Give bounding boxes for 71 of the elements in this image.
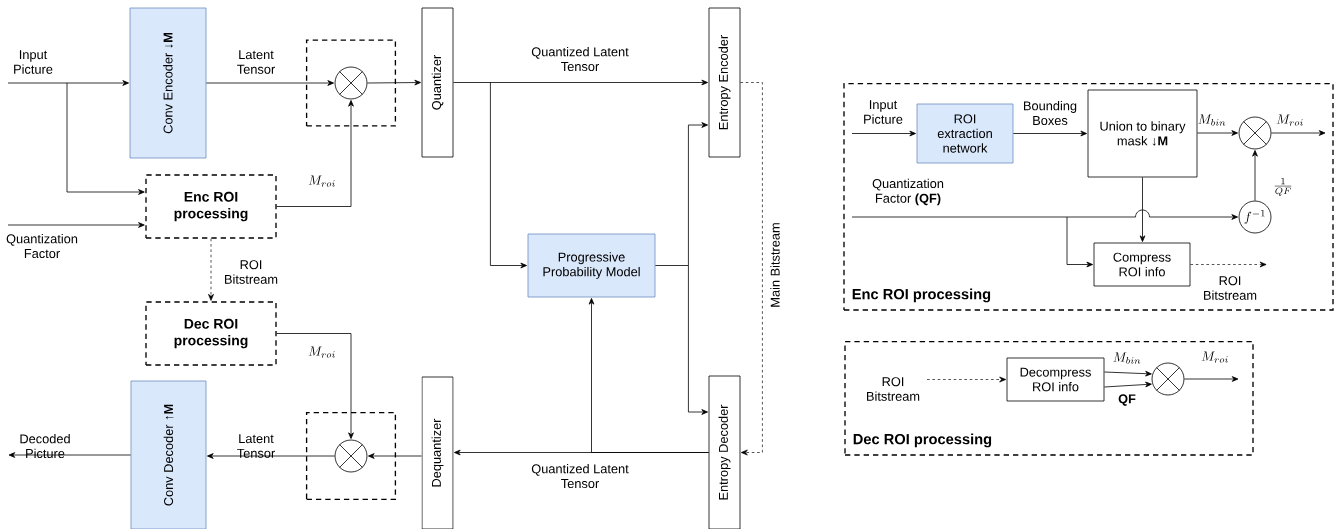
edge-label: $M_{roi}$ [308, 346, 335, 358]
process-box: Dequantizer [421, 376, 454, 529]
arrow [490, 82, 527, 269]
arrow [1252, 150, 1258, 201]
arrow [7, 222, 145, 228]
edge-label: Input Picture [14, 50, 53, 74]
edge-label: ROI Bitstream [1204, 276, 1257, 300]
arrow [1066, 216, 1093, 268]
edge-label: Decoded Picture [20, 434, 70, 459]
arrow [851, 130, 916, 137]
process-box: Entropy Encoder [708, 7, 741, 158]
edge-label: Input Picture [864, 100, 903, 124]
arrow [926, 376, 1007, 383]
arrow [688, 265, 708, 415]
process-box: Compress ROI info [1093, 242, 1191, 287]
edge-label: Bounding Boxes [1024, 101, 1077, 126]
multiplier-circle [1151, 362, 1185, 396]
arrow [1271, 130, 1326, 136]
process-box: Progressive Probability Model [527, 233, 656, 298]
arrow [1013, 130, 1087, 137]
dashed-box: Enc ROI processing [145, 174, 277, 239]
process-box: ROI extraction network [916, 103, 1014, 164]
arrow [1190, 261, 1267, 268]
arrow [851, 209, 1238, 220]
arrow [1104, 381, 1152, 388]
edge-label: Latent Tensor [237, 50, 275, 74]
arrow [1139, 177, 1146, 242]
multiplier-circle [334, 66, 368, 100]
edge-label: $M_{roi}$ [308, 175, 335, 187]
arrow [1197, 130, 1238, 136]
arrow [206, 80, 334, 86]
arrow [207, 453, 335, 459]
arrow [1104, 370, 1152, 377]
edge-label: $M_{bin}$ [1198, 114, 1226, 126]
dashed-box [305, 39, 397, 127]
edge-label: $M_{roi}$ [1201, 351, 1228, 363]
process-box: Entropy Decoder [708, 375, 741, 529]
arrow [368, 453, 422, 459]
process-box: Decompress ROI info [1006, 357, 1105, 402]
edge-label: Quantization Factor [6, 234, 78, 259]
arrow [655, 122, 708, 266]
arrow [208, 238, 214, 301]
edge-label: $M_{bin}$ [1113, 352, 1141, 364]
edge-label: Quantized Latent Tensor [531, 47, 629, 72]
edge-label: ROI Bitstream [867, 377, 920, 401]
arrow [276, 100, 354, 207]
edge-label: Quantization Factor (QF) [872, 178, 944, 206]
process-box: Conv Encoder ↓M [129, 7, 207, 159]
process-box: Union to binary mask ↓M [1087, 89, 1198, 178]
dashed-box: Dec ROI processing [145, 301, 277, 366]
arrow [588, 298, 709, 453]
edge-label: ROI Bitstream [225, 260, 278, 284]
edge-label: $M_{roi}$ [1276, 114, 1303, 126]
edge-label: $\frac{1}{QF}$ [1274, 178, 1292, 196]
arrow [740, 82, 763, 456]
process-box: Conv Decoder ↑M [130, 380, 207, 529]
arrow [276, 333, 354, 439]
edge-label: Main Bitstream [770, 223, 780, 307]
arrow [1184, 376, 1239, 382]
multiplier-circle [334, 439, 368, 473]
edge-label: Quantized Latent Tensor [531, 464, 629, 489]
arrow [453, 79, 708, 86]
edge-label: Latent Tensor [237, 434, 275, 458]
arrow [7, 80, 129, 86]
dashed-box [305, 411, 397, 501]
edge-label: QF [1118, 394, 1136, 406]
multiplier-circle [1238, 116, 1272, 150]
arrow [66, 82, 145, 195]
process-box: Quantizer [421, 7, 454, 158]
arrow [8, 452, 131, 458]
arrow [367, 79, 421, 86]
